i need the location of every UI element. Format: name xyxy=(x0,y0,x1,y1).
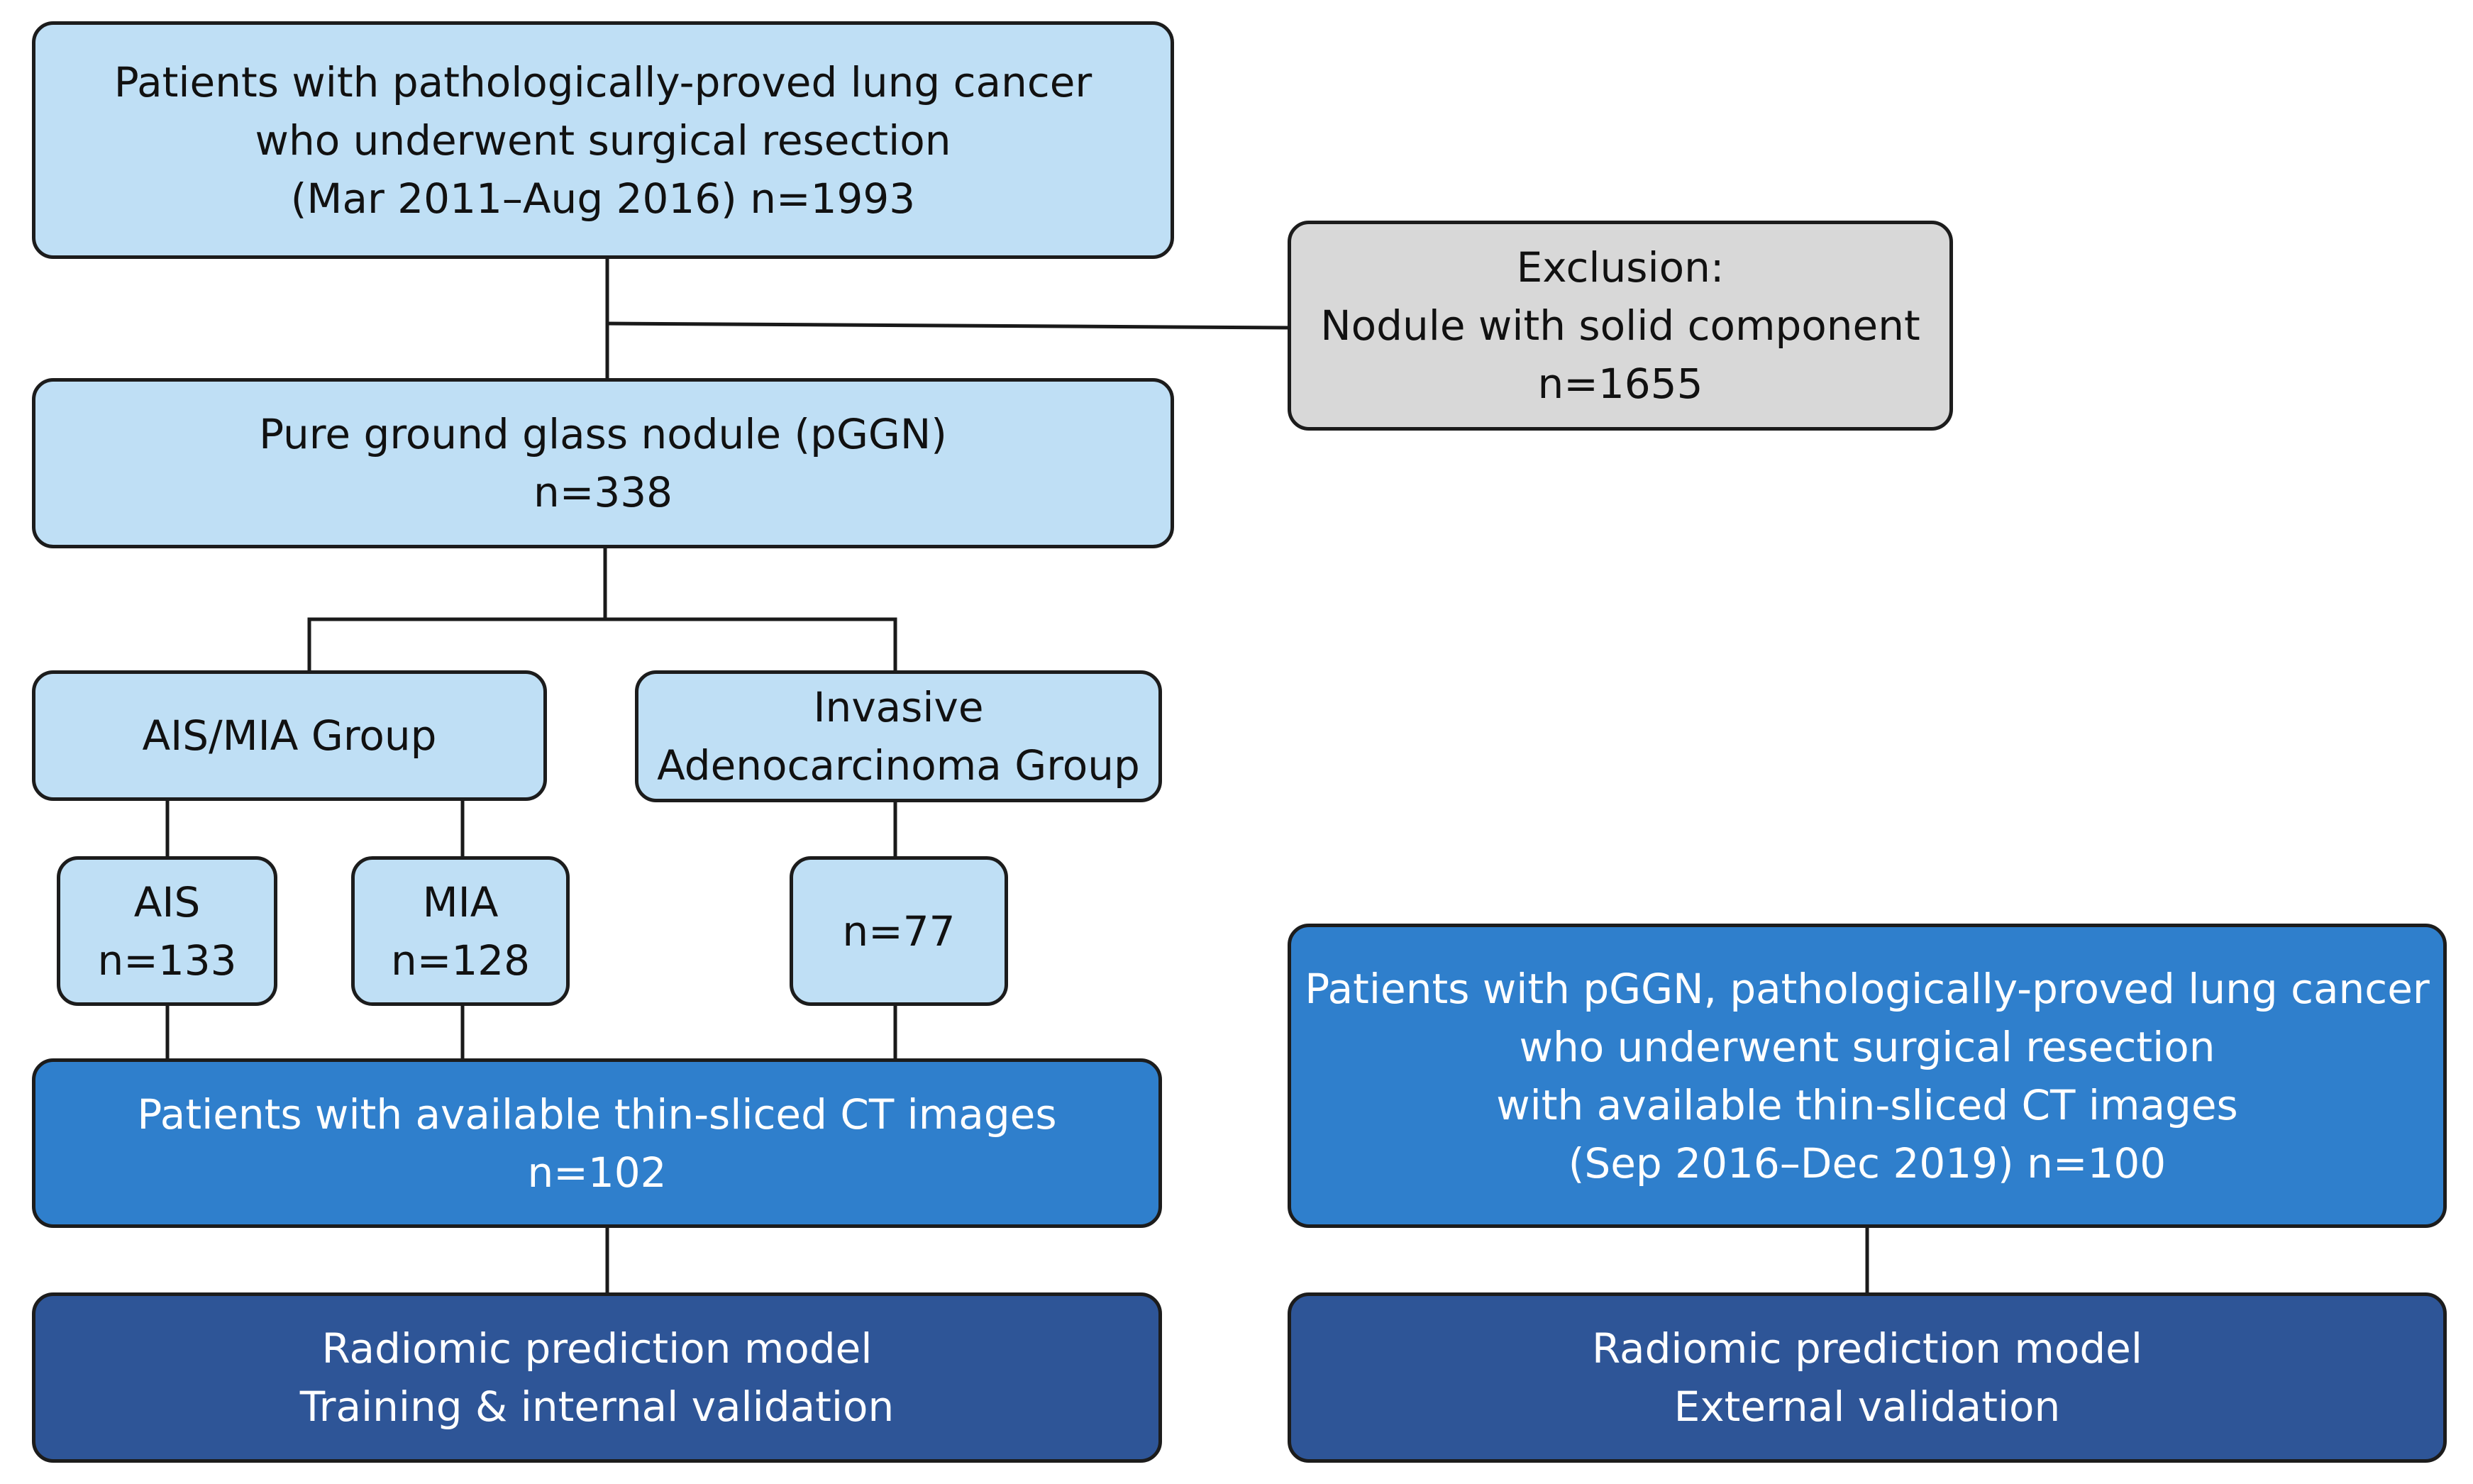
pggn-line-1: Pure ground glass nodule (pGGN) xyxy=(259,410,947,458)
exclusion-line-3: n=1655 xyxy=(1537,360,1703,408)
invasive-line-1: Invasive xyxy=(813,683,984,731)
ais-label: AIS xyxy=(133,877,201,926)
available-ct-line-1: Patients with available thin-sliced CT i… xyxy=(137,1090,1057,1139)
connector-to-exclusion xyxy=(605,321,1292,330)
external-model-line-2: External validation xyxy=(1673,1383,2061,1431)
mia-box: MIA n=128 xyxy=(351,856,570,1006)
external-cohort-line-4: (Sep 2016–Dec 2019) n=100 xyxy=(1568,1139,2167,1187)
mia-label: MIA xyxy=(422,877,499,926)
invasive-adenocarcinoma-group-box: Invasive Adenocarcinoma Group xyxy=(635,670,1162,802)
pggn-line-2: n=338 xyxy=(533,468,673,516)
source-line-3: (Mar 2011–Aug 2016) n=1993 xyxy=(290,174,916,223)
invasive-line-2: Adenocarcinoma Group xyxy=(657,741,1140,790)
ais-box: AIS n=133 xyxy=(57,856,277,1006)
exclusion-line-2: Nodule with solid component xyxy=(1320,301,1920,350)
external-cohort-box: Patients with pGGN, pathologically-prove… xyxy=(1288,924,2447,1228)
invasive-count-box: n=77 xyxy=(790,856,1008,1006)
external-model-box: Radiomic prediction model External valid… xyxy=(1288,1292,2447,1463)
mia-count: n=128 xyxy=(390,936,531,985)
training-model-line-2: Training & internal validation xyxy=(299,1383,895,1431)
ais-mia-group-label: AIS/MIA Group xyxy=(142,711,437,760)
source-line-1: Patients with pathologically-proved lung… xyxy=(114,57,1092,106)
exclusion-line-1: Exclusion: xyxy=(1516,243,1725,292)
ais-mia-group-box: AIS/MIA Group xyxy=(32,670,547,801)
external-cohort-line-2: who underwent surgical resection xyxy=(1519,1022,2215,1071)
training-model-box: Radiomic prediction model Training & int… xyxy=(32,1292,1162,1463)
external-model-line-1: Radiomic prediction model xyxy=(1592,1324,2142,1373)
available-ct-line-2: n=102 xyxy=(527,1148,667,1197)
exclusion-box: Exclusion: Nodule with solid component n… xyxy=(1288,221,1953,431)
training-model-line-1: Radiomic prediction model xyxy=(321,1324,873,1373)
ais-count: n=133 xyxy=(97,936,237,985)
source-population-box: Patients with pathologically-proved lung… xyxy=(32,21,1174,259)
invasive-count: n=77 xyxy=(842,907,956,956)
source-line-2: who underwent surgical resection xyxy=(255,116,951,165)
external-cohort-line-1: Patients with pGGN, pathologically-prove… xyxy=(1305,964,2430,1013)
external-cohort-line-3: with available thin-sliced CT images xyxy=(1496,1080,2238,1129)
available-ct-box: Patients with available thin-sliced CT i… xyxy=(32,1058,1162,1228)
pggn-box: Pure ground glass nodule (pGGN) n=338 xyxy=(32,378,1174,548)
